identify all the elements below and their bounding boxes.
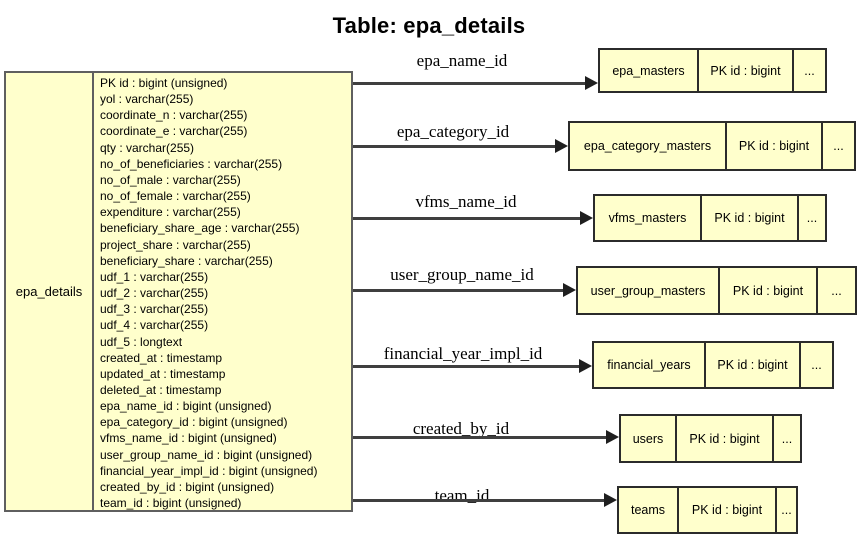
column-row: PK id : bigint (unsigned) (100, 76, 228, 90)
column-row: created_by_id : bigint (unsigned) (100, 479, 275, 494)
diagram-title: Table: epa_details (332, 13, 526, 38)
related-table-more: ... (792, 50, 825, 91)
related-table-name: epa_category_masters (583, 139, 712, 153)
related-table-name: teams (630, 503, 666, 517)
arrowhead-icon (604, 493, 617, 507)
column-row: team_id : bigint (unsigned) (100, 496, 242, 510)
column-row: beneficiary_share : varchar(255) (100, 253, 273, 268)
column-row: expenditure : varchar(255) (100, 205, 241, 220)
column-row: beneficiary_share_age : varchar(255) (100, 221, 300, 236)
related-table-epa-masters: epa_masters PK id : bigint ... (598, 48, 827, 93)
column-row: udf_4 : varchar(255) (100, 318, 209, 333)
relationship-label: vfms_name_id (415, 192, 517, 211)
related-table-pk: PK id : bigint (704, 343, 799, 387)
column-row: financial_year_impl_id : bigint (unsigne… (100, 463, 318, 478)
relationship-arrow-line (353, 217, 580, 220)
arrowhead-icon (580, 211, 593, 225)
column-row: updated_at : timestamp (100, 366, 226, 381)
relationship-label: user_group_name_id (390, 265, 534, 284)
relationship-label: financial_year_impl_id (383, 344, 543, 363)
arrowhead-icon (579, 359, 592, 373)
relationship-arrow-line (353, 145, 555, 148)
column-row: epa_name_id : bigint (unsigned) (100, 399, 272, 414)
related-table-name: epa_masters (612, 63, 685, 78)
related-table-more: ... (797, 196, 825, 240)
related-table-pk: PK id : bigint (700, 196, 797, 240)
column-row: yol : varchar(255) (100, 92, 194, 107)
related-table-name: users (632, 431, 664, 446)
column-row: user_group_name_id : bigint (unsigned) (100, 447, 313, 462)
column-row: coordinate_e : varchar(255) (100, 124, 248, 139)
related-table-teams: teams PK id : bigint ... (617, 486, 798, 534)
relationship-arrow-line (353, 82, 585, 85)
related-table-name: user_group_masters (590, 283, 706, 298)
column-row: udf_2 : varchar(255) (100, 286, 209, 301)
column-row: no_of_beneficiaries : varchar(255) (100, 156, 283, 171)
column-row: udf_1 : varchar(255) (100, 269, 209, 284)
column-row: deleted_at : timestamp (100, 382, 222, 397)
column-row: udf_3 : varchar(255) (100, 302, 209, 317)
related-table-more: ... (775, 488, 796, 532)
column-list: PK id : bigint (unsigned) yol : varchar(2… (94, 73, 351, 510)
column-row: no_of_male : varchar(255) (100, 172, 241, 187)
column-row: vfms_name_id : bigint (unsigned) (100, 431, 277, 446)
related-table-more: ... (821, 123, 854, 169)
related-table-financial-years: financial_years PK id : bigint ... (592, 341, 834, 389)
column-row: qty : varchar(255) (100, 140, 195, 155)
related-table-pk: PK id : bigint (677, 488, 775, 532)
main-table-name: epa_details (6, 73, 94, 510)
relationship-label: team_id (434, 486, 490, 505)
related-table-more: ... (799, 343, 832, 387)
related-table-users: users PK id : bigint ... (619, 414, 802, 463)
main-table-epa-details: epa_details PK id : bigint (unsigned) yol… (4, 71, 353, 512)
column-row: epa_category_id : bigint (unsigned) (100, 415, 288, 430)
arrowhead-icon (555, 139, 568, 153)
related-table-vfms-masters: vfms_masters PK id : bigint ... (593, 194, 827, 242)
arrowhead-icon (563, 283, 576, 297)
related-table-more: ... (816, 268, 855, 313)
column-row: created_at : timestamp (100, 350, 223, 365)
column-row: udf_5 : longtext (100, 334, 183, 349)
arrowhead-icon (585, 76, 598, 90)
relationship-label: created_by_id (412, 419, 510, 438)
column-row: project_share : varchar(255) (100, 237, 251, 252)
relationship-arrow-line (353, 436, 606, 439)
related-table-epa-category-masters: epa_category_masters PK id : bigint ... (568, 121, 856, 171)
related-table-pk: PK id : bigint (675, 416, 772, 461)
column-row: coordinate_n : varchar(255) (100, 108, 248, 123)
arrowhead-icon (606, 430, 619, 444)
related-table-more: ... (772, 416, 800, 461)
column-row: no_of_female : varchar(255) (100, 189, 251, 204)
relationship-arrow-line (353, 289, 563, 292)
related-table-name: financial_years (607, 358, 691, 372)
relationship-arrow-line (353, 365, 579, 368)
relationship-label: epa_name_id (416, 51, 508, 70)
related-table-user-group-masters: user_group_masters PK id : bigint ... (576, 266, 857, 315)
relationship-label: epa_category_id (396, 122, 510, 141)
related-table-pk: PK id : bigint (697, 50, 792, 91)
relationship-arrow-line (353, 499, 604, 502)
related-table-pk: PK id : bigint (725, 123, 821, 169)
related-table-name: vfms_masters (608, 211, 687, 225)
related-table-pk: PK id : bigint (718, 268, 816, 313)
